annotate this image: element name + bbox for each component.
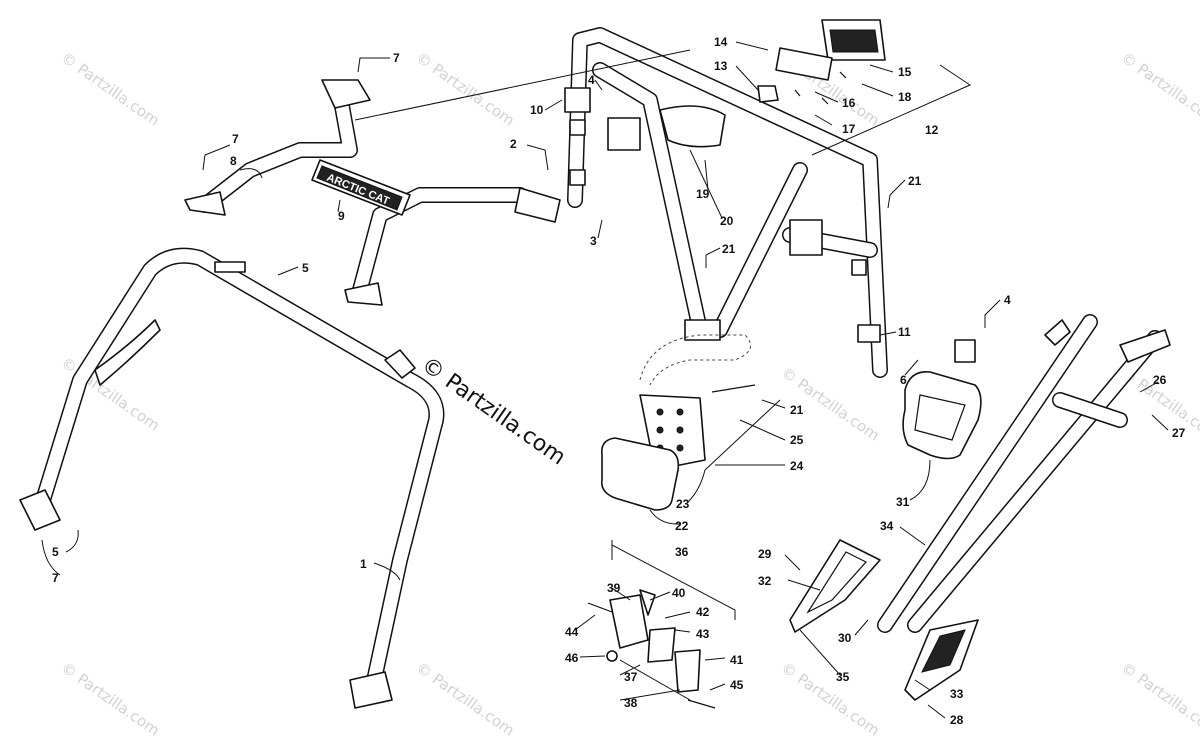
callout-5: 5: [302, 261, 309, 275]
callout-7b: 7: [232, 132, 239, 146]
callout-38: 38: [624, 696, 638, 710]
callout-26: 26: [1153, 373, 1167, 387]
callout-3: 3: [590, 234, 597, 248]
callout-39: 39: [607, 581, 621, 595]
part-latch-assembly: [587, 589, 716, 709]
callout-10: 10: [530, 103, 544, 117]
callout-14: 14: [714, 35, 728, 49]
callout-36: 36: [675, 545, 689, 559]
callout-21c: 21: [790, 403, 804, 417]
callout-8: 8: [230, 154, 237, 168]
callout-9: 9: [338, 209, 345, 223]
callout-7c: 7: [52, 571, 59, 585]
callout-19: 19: [696, 187, 710, 201]
callout-30: 30: [838, 631, 852, 645]
callout-43: 43: [696, 627, 710, 641]
part-plate-light: [600, 384, 756, 511]
callout-41: 41: [730, 653, 744, 667]
callout-37: 37: [624, 670, 638, 684]
watermark-tile: © Partzilla.com: [413, 659, 518, 740]
callout-28: 28: [950, 713, 964, 727]
callout-13: 13: [714, 59, 728, 73]
callout-11: 11: [898, 325, 911, 339]
callout-15: 15: [898, 65, 912, 79]
callout-5b: 5: [52, 545, 59, 559]
callout-35: 35: [836, 670, 850, 684]
watermark-tile: © Partzilla.com: [58, 659, 163, 740]
callout-45: 45: [730, 678, 744, 692]
watermark-tile: © Partzilla.com: [1118, 49, 1200, 130]
part-upper-crossbar: [184, 79, 561, 306]
callout-33: 33: [950, 687, 964, 701]
part-padded-bar: ARCTIC CAT: [311, 159, 411, 216]
callout-22: 22: [675, 519, 689, 533]
callout-21b: 21: [722, 242, 736, 256]
watermark-tile: © Partzilla.com: [1118, 659, 1200, 740]
callout-46: 46: [565, 651, 579, 665]
callout-34: 34: [880, 519, 894, 533]
callout-7: 7: [393, 51, 400, 65]
callout-40: 40: [672, 586, 686, 600]
assembly-outlines: [354, 49, 972, 471]
callout-2: 2: [510, 137, 517, 151]
callout-6: 6: [900, 373, 907, 387]
watermark-tile: © Partzilla.com: [58, 49, 163, 130]
callout-23: 23: [676, 497, 690, 511]
callout-24: 24: [790, 459, 804, 473]
callout-44: 44: [565, 625, 579, 639]
watermark-tile: © Partzilla.com: [778, 659, 883, 740]
callout-labels: 1 2 3 4 4 5 5 6 7 7 7 8 9 10 11 12 13 14…: [52, 35, 1186, 727]
callout-4: 4: [588, 73, 595, 87]
part-gussets: [789, 539, 979, 701]
part-light-assembly: [757, 19, 886, 105]
callout-17: 17: [842, 122, 856, 136]
callout-20: 20: [720, 214, 734, 228]
leader-lines: [41, 41, 1169, 719]
callout-1: 1: [360, 557, 367, 571]
callout-27: 27: [1172, 426, 1186, 440]
callout-42: 42: [696, 605, 710, 619]
callout-31: 31: [896, 495, 910, 509]
callout-18: 18: [898, 90, 912, 104]
part-front-rollbar: [19, 247, 445, 709]
callout-21: 21: [908, 174, 922, 188]
callout-4b: 4: [1004, 293, 1011, 307]
part-rear-cage: [564, 27, 888, 386]
part-diagonal-brace: [877, 314, 1171, 633]
callout-25: 25: [790, 433, 804, 447]
callout-29: 29: [758, 547, 772, 561]
callout-12: 12: [925, 123, 939, 137]
callout-32: 32: [758, 574, 772, 588]
part-side-bracket: [902, 339, 982, 460]
callout-16: 16: [842, 96, 856, 110]
